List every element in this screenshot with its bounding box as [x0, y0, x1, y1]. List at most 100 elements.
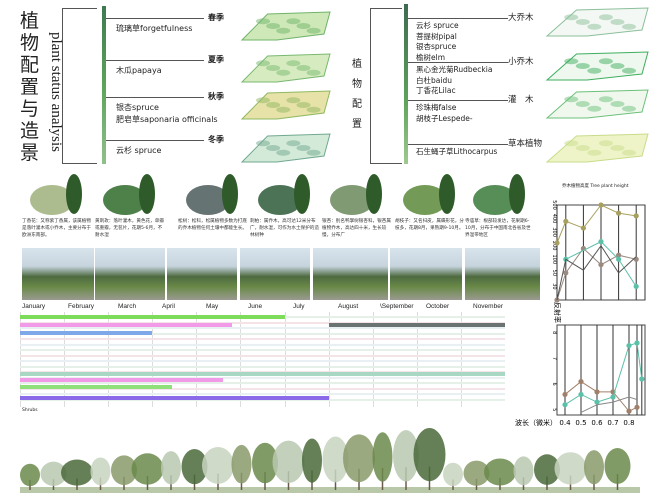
- month-gridline: [196, 312, 198, 407]
- gantt-row: [20, 376, 505, 379]
- data-point: [598, 239, 604, 245]
- group-connector: [408, 100, 508, 101]
- chart-title: 乔木植物高度 Tree plant height: [562, 184, 629, 189]
- data-point: [594, 399, 600, 405]
- data-point: [594, 389, 600, 395]
- month-gridline: [152, 312, 154, 407]
- plant-illustration: [403, 174, 455, 215]
- data-point: [610, 394, 616, 400]
- config-char: 植: [352, 59, 362, 70]
- plant-illustration: [186, 174, 238, 215]
- month-gridline: [64, 312, 66, 407]
- series-line: [556, 204, 637, 244]
- data-point: [616, 252, 622, 258]
- plant-name: 木瓜papaya: [116, 66, 162, 75]
- gantt-row: [20, 354, 505, 357]
- y-tick-label: 8: [551, 331, 557, 334]
- season-label: 春季: [208, 13, 224, 22]
- gantt-footer: Shrubs: [22, 408, 38, 413]
- month-label: April: [162, 303, 176, 310]
- month-label: May: [206, 303, 219, 310]
- y-tick-label: 500: [551, 200, 557, 210]
- y-tick-label: 300: [551, 227, 557, 237]
- series-line: [580, 396, 638, 413]
- plant-name: 胡枝子Lespede-: [416, 113, 473, 123]
- tree-crown: [131, 453, 164, 485]
- data-point: [578, 378, 584, 385]
- title-char: 景: [20, 142, 40, 164]
- gantt-bar: [20, 372, 505, 376]
- month-gridline: [284, 312, 286, 407]
- data-point: [639, 376, 645, 382]
- tree-crown: [322, 436, 349, 483]
- season-connector: [106, 140, 204, 141]
- group-connector: [408, 18, 508, 19]
- group-label: 草本植物: [508, 139, 543, 149]
- tree-crown: [231, 444, 252, 484]
- config-char: 物: [352, 79, 362, 90]
- tree-crown: [272, 440, 305, 483]
- season-label: 夏季: [208, 55, 224, 64]
- tree-crown: [90, 457, 111, 486]
- y-tick-label: 30: [551, 283, 557, 289]
- title-char: 配: [20, 54, 40, 76]
- plant-name: 丁香花Lilac: [416, 86, 456, 96]
- plant-caption: 黄刺玫：落叶灌木，黄色花，单瓣或重瓣，无苞片，花期5-6月，不耐水湿: [95, 219, 164, 238]
- title-char: 植: [20, 10, 40, 32]
- group-connector: [408, 144, 508, 145]
- series-line: [564, 342, 643, 406]
- gantt-bar: [20, 385, 173, 389]
- series-line: [564, 380, 638, 412]
- tree-elevation-strip: [20, 428, 640, 493]
- plant-caption: 刺柏：属乔木，高可达12米分布广，耐水湿，可作为水土保护的造林树种: [250, 219, 319, 238]
- y-tick-label: 7: [551, 357, 557, 360]
- site-photo: [95, 248, 165, 300]
- group-label: 小乔木: [508, 57, 534, 67]
- tree-crown: [111, 455, 137, 486]
- config-char: 配: [352, 99, 362, 110]
- data-point: [598, 202, 604, 208]
- tree-crown: [161, 451, 181, 485]
- layer-map: [545, 51, 649, 81]
- ground: [20, 487, 640, 493]
- y-tick-label: 100: [551, 255, 557, 265]
- x-tick-label: 0.5: [575, 419, 586, 427]
- site-photo: [240, 248, 310, 300]
- gantt-row: [20, 327, 505, 329]
- season-label: 冬季: [208, 135, 224, 144]
- gantt-row: [20, 382, 505, 384]
- data-point: [580, 225, 586, 231]
- series-line: [556, 244, 637, 301]
- data-point: [563, 270, 569, 276]
- config-char: 置: [352, 119, 362, 130]
- title-char: 造: [20, 120, 40, 142]
- plant-name: 榆树elm: [416, 53, 446, 63]
- data-point: [578, 391, 584, 398]
- plant-illustration: [30, 174, 82, 215]
- data-point: [562, 391, 568, 398]
- data-point: [634, 340, 640, 346]
- season-label: 秋季: [208, 92, 224, 101]
- data-point: [634, 404, 640, 410]
- gantt-row: [20, 349, 505, 351]
- plant-caption: 胡枝子：又名扫皮，属蝶形花，分枝多，花期8月，果熟期9-10月。: [395, 219, 464, 231]
- site-photo: [465, 248, 540, 300]
- plant-illustration: [103, 174, 155, 215]
- config-bracket: [370, 8, 371, 163]
- title-char: 置: [20, 76, 40, 98]
- gantt-row: [20, 321, 505, 324]
- season-map: [240, 133, 331, 163]
- gantt-bar: [20, 331, 153, 335]
- bracket-bottom: [62, 163, 97, 164]
- group-label: 大乔木: [508, 13, 534, 23]
- month-label: August: [338, 303, 359, 310]
- data-point: [616, 256, 622, 262]
- season-map: [240, 90, 331, 120]
- tree-crown: [393, 430, 419, 482]
- data-point: [633, 213, 639, 219]
- tree-crown: [513, 456, 534, 486]
- site-photo: [390, 248, 462, 300]
- config-title: 植物配置: [352, 55, 362, 135]
- data-point: [598, 262, 604, 268]
